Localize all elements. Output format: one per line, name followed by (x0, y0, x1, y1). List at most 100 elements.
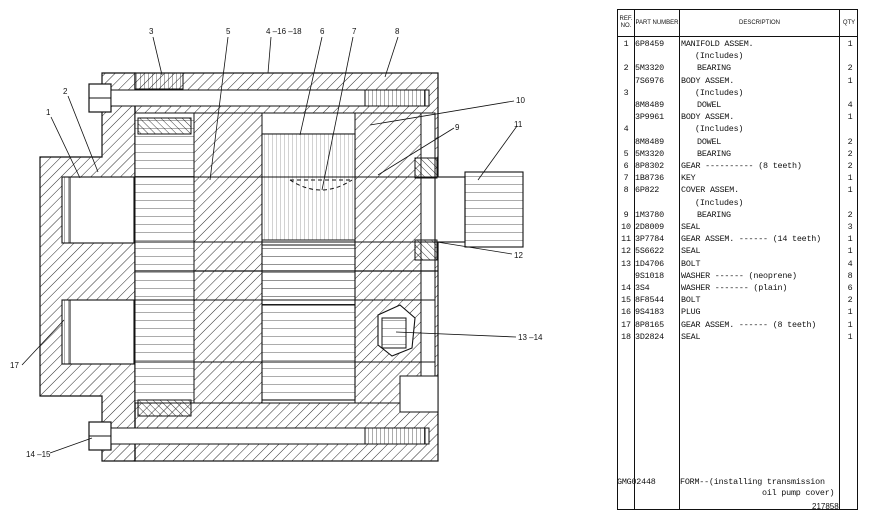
description-cell: WASHER ------- (plain) (681, 283, 788, 293)
qty-cell: 1 (847, 39, 853, 49)
callout-11: 11 (514, 120, 523, 129)
callout-9: 9 (455, 123, 460, 132)
description-cell: COVER ASSEM. (681, 185, 739, 196)
part-number-cell: 8P8302 (635, 161, 664, 171)
qty-cell: 1 (847, 246, 853, 257)
part-number-cell: 6P8459 (635, 39, 664, 49)
leader-lines (21, 36, 518, 454)
callout-6: 6 (320, 27, 325, 36)
qty-cell: 1 (847, 75, 853, 86)
part-number-cell: 1D4706 (635, 258, 664, 269)
ref-cell: 7 (623, 173, 629, 184)
part-number-cell: 3P7784 (635, 234, 664, 245)
callout-12: 12 (514, 251, 523, 260)
ref-cell: 6 (623, 161, 629, 171)
header-qty: QTY (842, 19, 856, 26)
table-row: 3P9961 BODY ASSEM. 1 (618, 111, 857, 123)
part-number-cell: 8M8489 (635, 100, 664, 110)
part-number-cell: 5M3320 (635, 148, 664, 159)
ref-cell: 8 (623, 185, 629, 196)
description-cell: BODY ASSEM. (681, 112, 735, 123)
ref-cell: 18 (621, 331, 631, 342)
table-row: (Includes) (618, 197, 857, 209)
description-cell: GEAR ---------- (8 teeth) (681, 161, 802, 171)
figure-code: 217858 (812, 502, 839, 511)
pump-section-drawing: 1 2 3 4 –16 –18 5 6 7 8 9 10 11 12 13 –1… (10, 27, 543, 462)
callout-2: 2 (63, 87, 68, 96)
description-cell: PLUG (681, 307, 701, 318)
callout-7: 7 (352, 27, 357, 36)
part-number-cell: 8F8544 (635, 295, 664, 306)
ref-cell: 10 (621, 222, 631, 232)
description-cell: SEAL (681, 246, 701, 257)
part-number-cell: 5M3320 (635, 63, 664, 74)
callout-14-15: 14 –15 (26, 450, 51, 459)
part-number-cell: 3P9961 (635, 112, 664, 123)
header-part-number: PART NUMBER (635, 19, 679, 26)
qty-cell: 2 (847, 63, 853, 74)
qty-cell: 3 (847, 222, 853, 232)
description-cell: (Includes) (695, 124, 744, 135)
pump-body (134, 72, 439, 462)
description-cell: (Includes) (695, 51, 744, 62)
table-row: 4(Includes) (618, 123, 857, 135)
part-number-cell: 2D8009 (635, 222, 664, 232)
part-number-cell: 3D2824 (635, 331, 664, 342)
qty-cell: 1 (847, 234, 853, 245)
table-row: 2 5M3320 BEARING 2 (618, 62, 857, 74)
description-cell: SEAL (681, 222, 701, 232)
part-number-cell: 9S1018 (635, 270, 664, 281)
description-cell: DOWEL (697, 136, 722, 147)
qty-cell: 1 (847, 331, 853, 342)
description-cell: GEAR ASSEM. ------ (14 teeth) (681, 234, 821, 245)
qty-cell: 4 (847, 100, 853, 110)
table-row: (Includes) (618, 50, 857, 62)
ref-cell: 3 (623, 87, 629, 98)
footer-description-line1: FORM--(installing transmission (680, 477, 825, 487)
qty-cell: 4 (847, 258, 853, 269)
ref-cell: 17 (621, 319, 631, 330)
qty-cell: 1 (847, 319, 853, 330)
callout-17: 17 (10, 361, 19, 370)
qty-cell: 1 (847, 173, 853, 184)
callout-10: 10 (516, 96, 525, 105)
part-number-cell: 7S6976 (635, 75, 664, 86)
qty-cell: 1 (847, 185, 853, 196)
part-number-cell: 1B8736 (635, 173, 664, 184)
manifold-housing (39, 72, 136, 462)
ref-cell: 15 (621, 295, 631, 306)
description-cell: BEARING (697, 209, 731, 220)
ref-cell: 1 (623, 39, 629, 49)
qty-cell: 2 (847, 209, 853, 220)
callout-3: 3 (149, 27, 154, 36)
description-cell: SEAL (681, 331, 701, 342)
description-cell: (Includes) (695, 197, 744, 208)
table-row: 18 3D2824 SEAL 1 (618, 331, 857, 343)
part-number-cell: 9S4183 (635, 307, 664, 318)
header-description: DESCRIPTION (738, 19, 780, 26)
qty-cell: 2 (847, 136, 853, 147)
ref-cell: 9 (623, 209, 629, 220)
description-cell: BOLT (681, 258, 701, 269)
description-cell: BEARING (697, 63, 731, 74)
header-ref-no: REF. NO. (619, 16, 633, 29)
qty-cell: 1 (847, 112, 853, 123)
qty-cell: 2 (847, 148, 853, 159)
ref-cell: 14 (621, 283, 631, 293)
footer-description-line2: oil pump cover) (762, 488, 835, 498)
description-cell: BODY ASSEM. (681, 75, 735, 86)
ref-cell: 2 (623, 63, 629, 74)
table-row: 10 2D8009 SEAL 3 (618, 221, 857, 233)
